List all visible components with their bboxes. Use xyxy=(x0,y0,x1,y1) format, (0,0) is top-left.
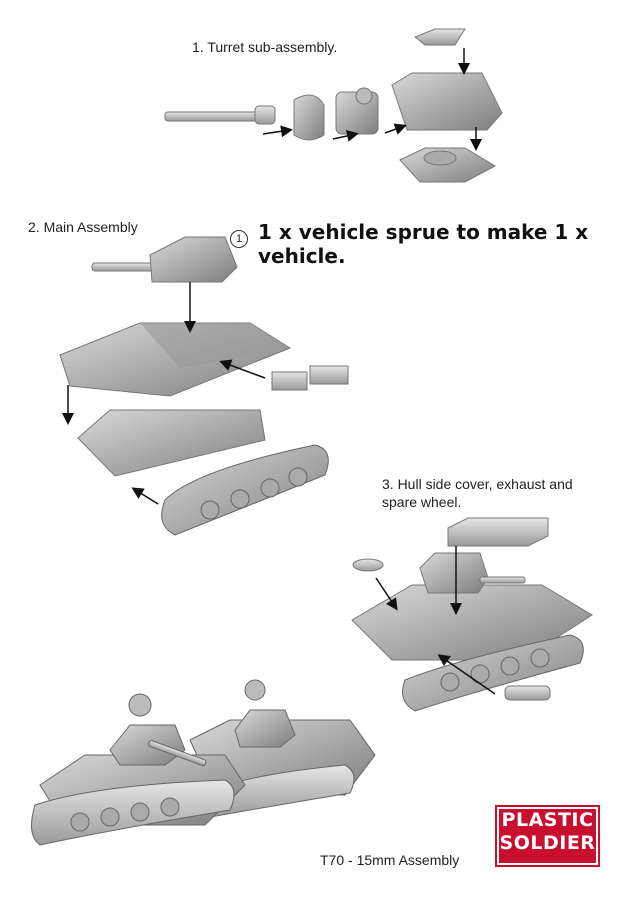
caption: T70 - 15mm Assembly xyxy=(320,852,460,868)
sprue-note: 1 x vehicle sprue to make 1 x vehicle. xyxy=(258,220,589,268)
step1-label: 1. Turret sub-assembly. xyxy=(192,39,338,55)
sprue-count-badge: 1 xyxy=(230,230,248,248)
step2-label: 2. Main Assembly xyxy=(28,219,138,235)
finished-models-illustration xyxy=(30,679,376,846)
logo-line2: SOLDIER xyxy=(499,832,596,854)
main-assembly-illustration xyxy=(59,236,349,536)
hull-side-illustration xyxy=(351,517,593,712)
turret-subassembly-illustration xyxy=(164,28,503,183)
logo-line1: PLASTIC xyxy=(501,809,594,831)
step3-label-line1: 3. Hull side cover, exhaust and xyxy=(382,476,573,492)
step3-label-line2: spare wheel. xyxy=(382,494,462,510)
plastic-soldier-logo: PLASTIC SOLDIER xyxy=(495,805,600,867)
